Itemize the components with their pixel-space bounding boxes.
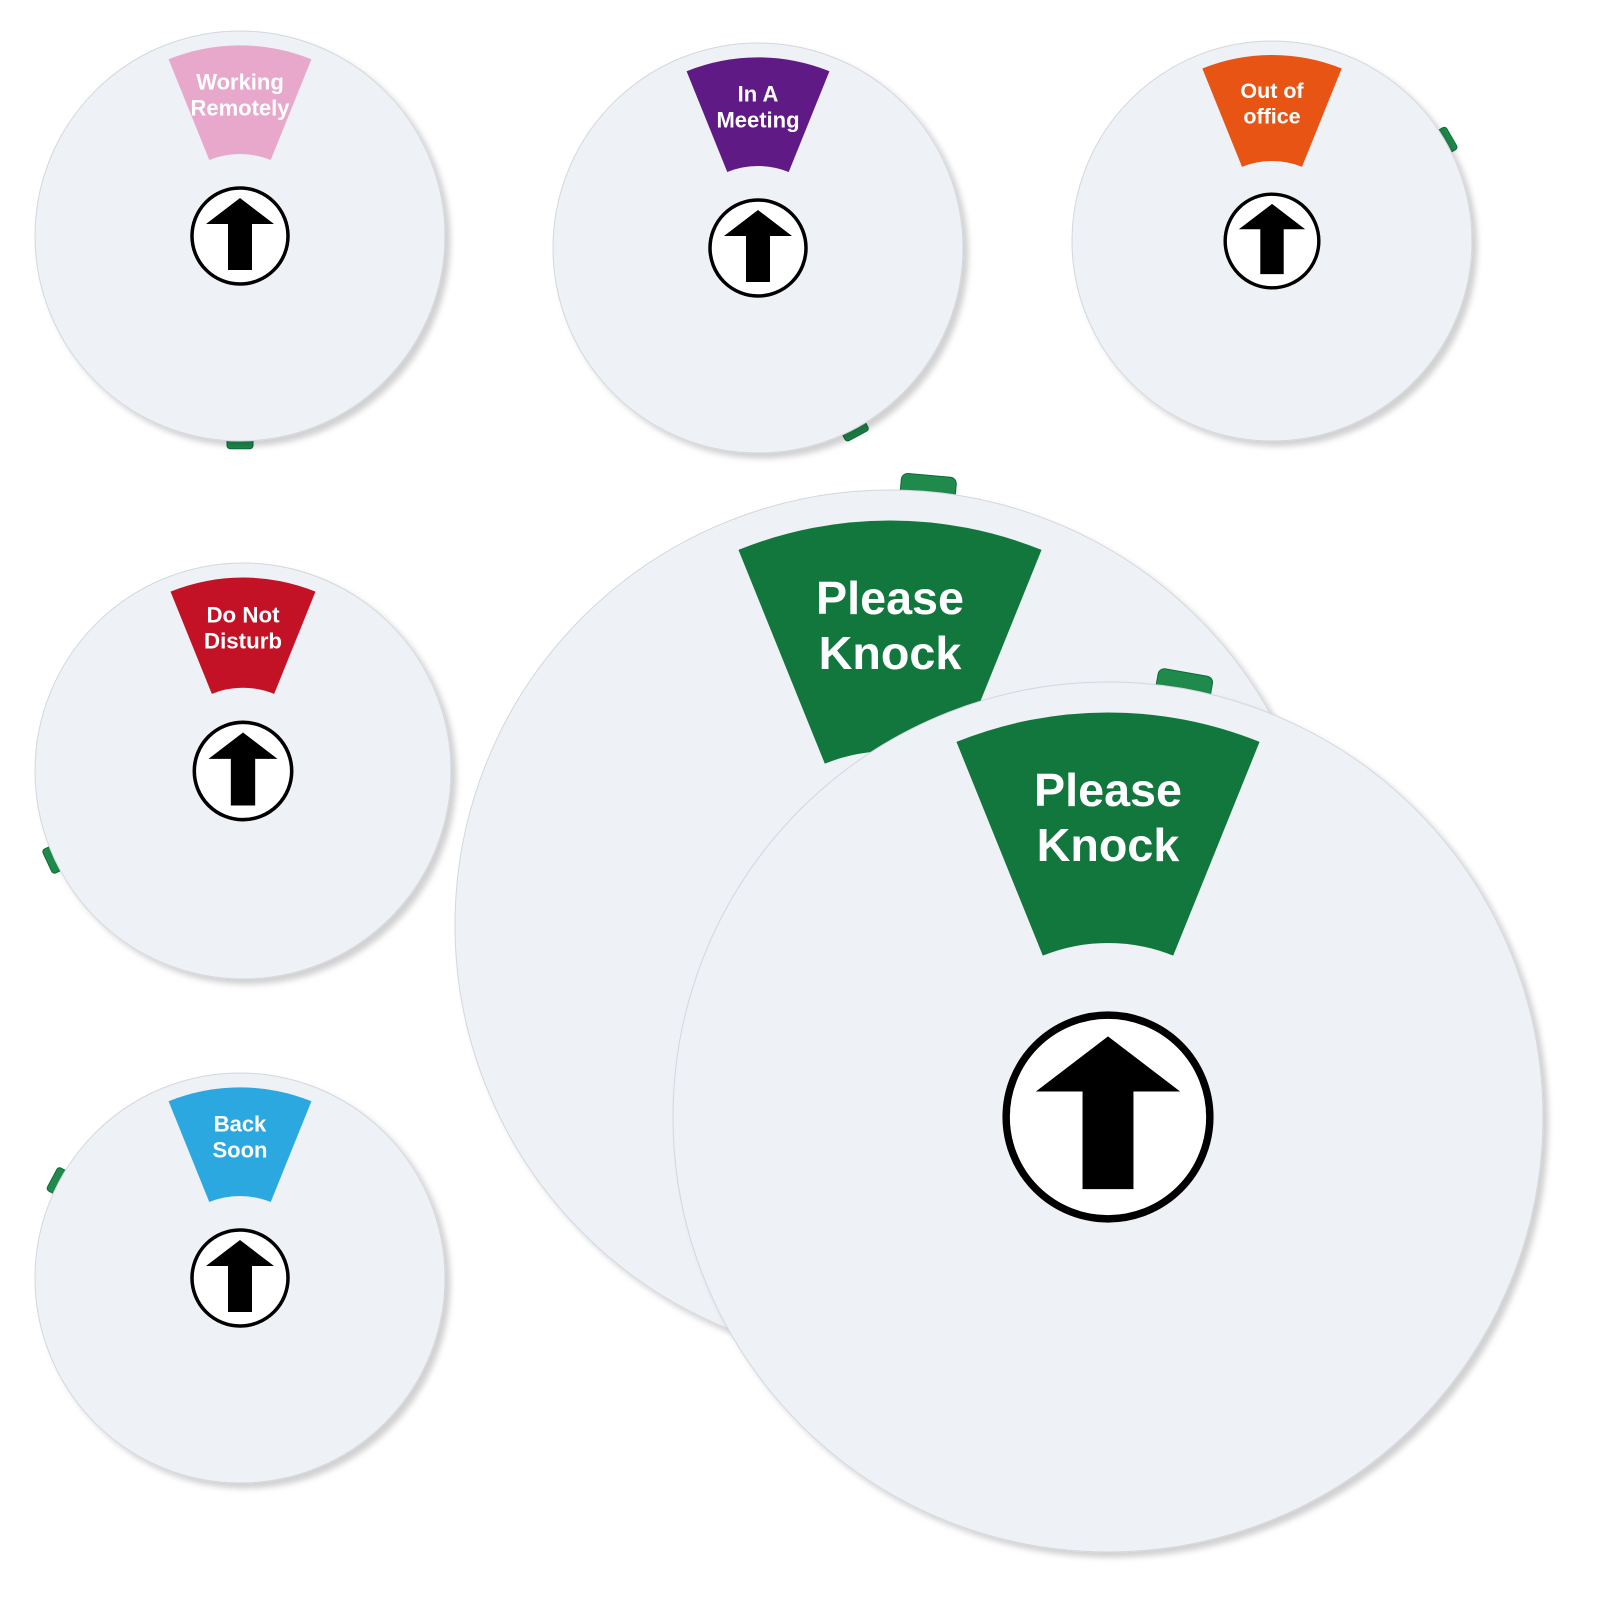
status-label-line: Working [196, 69, 284, 94]
status-window [738, 520, 1042, 764]
up-arrow-in-circle-icon [190, 186, 290, 286]
status-window [956, 712, 1260, 956]
status-label-line: office [1243, 104, 1300, 128]
up-arrow-in-circle-icon [192, 720, 294, 822]
status-label-line: Knock [819, 627, 962, 679]
status-window [168, 45, 312, 160]
up-arrow-in-circle-icon [708, 198, 808, 298]
status-label-line: Out of [1240, 79, 1304, 103]
status-window [168, 1087, 312, 1202]
status-label-line: Disturb [204, 629, 282, 654]
up-arrow-in-circle-icon [190, 1228, 290, 1328]
status-label-line: Back [214, 1111, 267, 1136]
status-label-line: Remotely [190, 95, 290, 120]
status-label-line: Soon [213, 1137, 268, 1162]
status-label-line: Please [816, 572, 964, 624]
status-label-line: Do Not [206, 602, 280, 627]
status-label-line: In A [738, 81, 779, 106]
up-arrow-in-circle-icon [1002, 1011, 1214, 1223]
status-label-line: Knock [1037, 819, 1180, 871]
status-label-line: Meeting [716, 107, 799, 132]
status-window [1202, 54, 1342, 167]
status-window [686, 57, 830, 172]
up-arrow-in-circle-icon [1223, 192, 1321, 290]
status-label-line: Please [1034, 764, 1182, 816]
status-window [170, 577, 316, 694]
